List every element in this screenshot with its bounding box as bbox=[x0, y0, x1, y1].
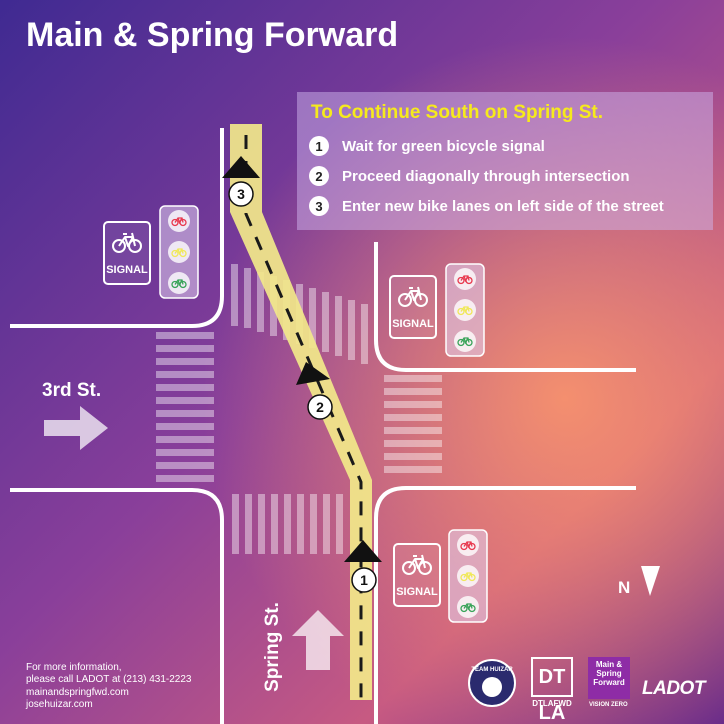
traffic-signal-icon bbox=[446, 264, 484, 356]
svg-text:1: 1 bbox=[360, 572, 368, 588]
curb-sw bbox=[10, 488, 224, 724]
step-number: 1 bbox=[309, 136, 329, 156]
vision-zero-logo: VISION ZERO bbox=[589, 702, 628, 708]
footer-line: For more information, bbox=[26, 662, 122, 673]
step-text: Wait for green bicycle signal bbox=[342, 137, 545, 155]
team-huizar-logo: TEAM HUIZAR bbox=[468, 659, 516, 707]
bike-lane-path bbox=[230, 124, 372, 700]
main-street-label: Spring St. bbox=[261, 602, 283, 692]
direction-arrow-icon bbox=[222, 156, 260, 178]
curb-se bbox=[374, 486, 636, 724]
compass-label: N bbox=[618, 578, 631, 597]
curb-ne bbox=[374, 242, 636, 372]
step-text: Enter new bike lanes on left side of the… bbox=[342, 197, 664, 215]
svg-text:2: 2 bbox=[316, 399, 324, 415]
north-arrow-icon bbox=[641, 566, 660, 596]
curb-lines bbox=[10, 128, 636, 724]
svg-text:SIGNAL: SIGNAL bbox=[392, 318, 434, 330]
step-text: Proceed diagonally through intersection bbox=[342, 167, 630, 185]
direction-arrow-icon bbox=[344, 540, 382, 562]
crosswalk-west bbox=[156, 332, 214, 482]
instruction-heading: To Continue South on Spring St. bbox=[311, 102, 603, 123]
path-marker-1: 1 bbox=[351, 567, 377, 593]
bike-signal-sign: SIGNAL bbox=[389, 275, 437, 339]
page-title: Main & Spring Forward bbox=[26, 16, 399, 54]
svg-text:SIGNAL: SIGNAL bbox=[396, 586, 438, 598]
direction-arrow-icon bbox=[296, 362, 330, 385]
footer-link[interactable]: josehuizar.com bbox=[26, 698, 93, 710]
main-spring-forward-logo: Main & Spring Forward bbox=[588, 657, 630, 699]
northbound-arrow-icon bbox=[292, 610, 344, 670]
svg-text:SIGNAL: SIGNAL bbox=[106, 264, 148, 276]
step-number: 2 bbox=[309, 166, 329, 186]
dtlafwd-logo: DT LA DTLAFWD bbox=[527, 657, 577, 724]
bike-signal-sign: SIGNAL bbox=[103, 221, 151, 285]
logo-text: TEAM HUIZAR bbox=[471, 667, 513, 673]
logo-text: DTLAFWD bbox=[532, 699, 572, 708]
ladot-logo: LADOT bbox=[642, 678, 705, 699]
footer-info: For more information, please call LADOT … bbox=[26, 662, 191, 711]
path-marker-2: 2 bbox=[307, 394, 333, 420]
city-seal-icon bbox=[482, 677, 502, 697]
crosswalk-east bbox=[384, 375, 442, 473]
dtla-mark: DT LA bbox=[531, 657, 573, 724]
bike-signal-sign: SIGNAL bbox=[393, 543, 441, 607]
step-number: 3 bbox=[309, 196, 329, 216]
instruction-step: 1 Wait for green bicycle signal bbox=[309, 134, 545, 158]
crosswalk-south bbox=[232, 494, 343, 554]
traffic-signal-icon bbox=[160, 206, 198, 298]
instruction-step: 2 Proceed diagonally through intersectio… bbox=[309, 164, 630, 188]
instruction-step: 3 Enter new bike lanes on left side of t… bbox=[309, 194, 664, 218]
path-marker-3: 3 bbox=[228, 181, 254, 207]
instruction-panel: To Continue South on Spring St. 1 Wait f… bbox=[297, 92, 713, 230]
cross-street-label: 3rd St. bbox=[42, 380, 102, 401]
svg-text:3: 3 bbox=[237, 186, 245, 202]
eastbound-arrow-icon bbox=[44, 406, 108, 450]
footer-link[interactable]: mainandspringfwd.com bbox=[26, 686, 129, 698]
traffic-signal-icon bbox=[449, 530, 487, 622]
curb-nw bbox=[10, 128, 224, 328]
footer-line: please call LADOT at (213) 431-2223 bbox=[26, 674, 192, 686]
